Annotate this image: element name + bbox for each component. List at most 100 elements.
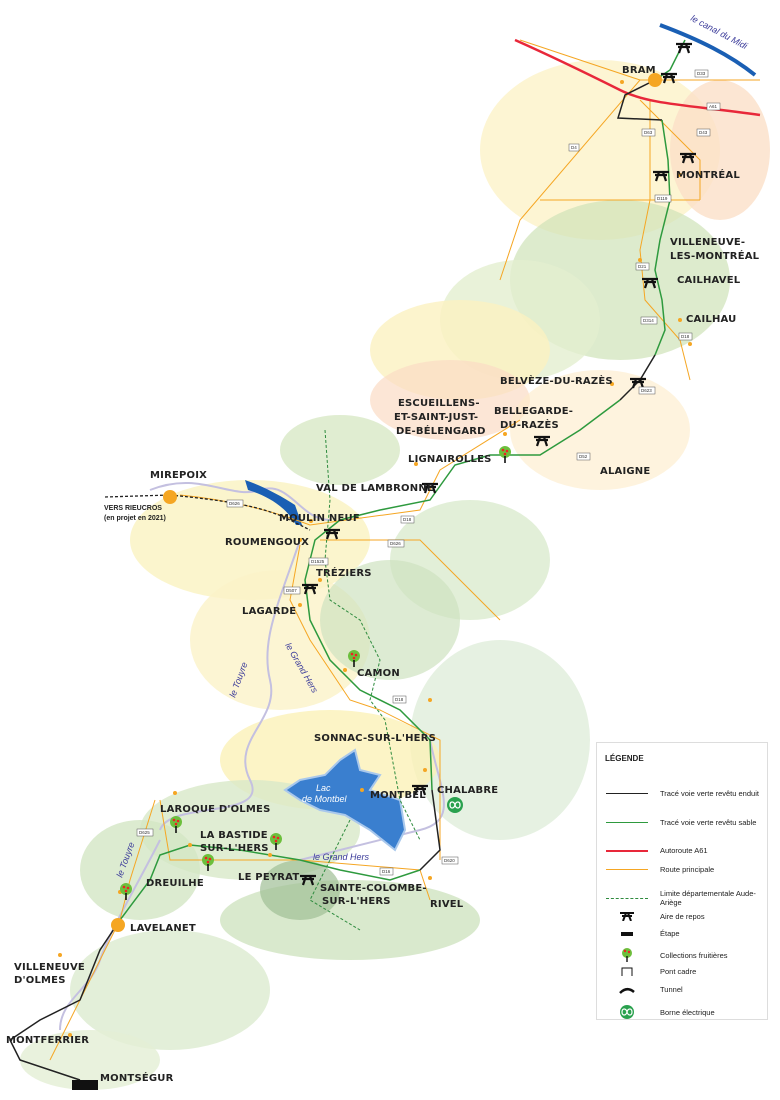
stage-bar-icon — [72, 1080, 98, 1090]
tunnel-icon — [602, 986, 652, 994]
place-label: ROUMENGOUX — [225, 537, 309, 548]
road-label: D16 — [382, 869, 391, 874]
place-label: LA BASTIDE — [200, 830, 268, 841]
road-label: D4 — [571, 145, 577, 150]
picnic-table-icon — [676, 42, 692, 54]
village-dot — [309, 519, 313, 523]
village-dot — [423, 768, 427, 772]
terrain-background — [20, 60, 770, 1090]
place-label: CAMON — [357, 668, 400, 679]
place-label: LES-MONTRÉAL — [670, 249, 760, 262]
place-label: VILLENEUVE- — [670, 237, 745, 248]
picnic-table-icon — [630, 377, 646, 389]
road-badge: D314 — [640, 316, 658, 325]
legend-item: Borne électrique — [597, 1005, 767, 1019]
place-label: MIREPOIX — [150, 470, 207, 481]
road-label: D119 — [657, 196, 668, 201]
legend-item: Collections fruitières — [597, 948, 767, 962]
stages — [58, 73, 692, 1090]
road-badge: D1525 — [308, 557, 329, 566]
road-badge: D63 — [641, 128, 656, 137]
picnic-table-icon — [653, 170, 669, 182]
legend-item: Pont cadre — [597, 967, 767, 976]
rieucros-note-2: (en projet en 2021) — [104, 515, 166, 522]
road-badge: A61 — [706, 102, 721, 111]
legend-label: Borne électrique — [660, 1007, 715, 1017]
road-label: D33 — [697, 71, 706, 76]
picnic-table-icon — [661, 72, 677, 84]
road-label: D18 — [681, 334, 690, 339]
place-label: TRÉZIERS — [316, 566, 372, 579]
place-label: MONTBEL — [370, 790, 426, 801]
road-badge: D623 — [638, 386, 656, 395]
legend-label: Autoroute A61 — [660, 846, 708, 855]
road-label: D21 — [638, 264, 647, 269]
legend-item: Tracé voie verte revêtu sable — [597, 818, 767, 827]
rieucros-note-1: VERS RIEUCROS — [104, 505, 162, 512]
road-badge: D119 — [654, 194, 672, 203]
road-badge: D33 — [694, 69, 709, 78]
fruit-tree-icon — [499, 446, 511, 463]
place-label: LIGNAIROLLES — [408, 454, 492, 465]
place-label: SUR-L'HERS — [200, 843, 269, 854]
fruit-tree-icon — [120, 883, 132, 900]
place-label: MONTFERRIER — [6, 1035, 89, 1046]
place-labels: BRAMMONTRÉALVILLENEUVE-LES-MONTRÉALCAILH… — [6, 65, 760, 1084]
road-badge: D18 — [678, 332, 693, 341]
place-label: CAILHAU — [686, 314, 737, 325]
legend-label: Pont cadre — [660, 967, 697, 976]
red-line-icon — [602, 849, 652, 852]
dashed-green-line-icon — [602, 897, 652, 899]
road-badge: D52 — [576, 452, 591, 461]
planned-route-rieucros — [104, 494, 311, 531]
village-dot — [638, 258, 642, 262]
picnic-table-icon — [680, 152, 696, 164]
lake-label-2: de Montbel — [302, 794, 348, 804]
legend-item: Aire de repos — [597, 911, 767, 921]
road-label: D1525 — [311, 559, 325, 564]
village-dot — [688, 342, 692, 346]
charging-station-icon — [602, 1005, 652, 1019]
legend-item: Étape — [597, 929, 767, 938]
place-label: D'OLMES — [14, 975, 66, 986]
legend-label: Tunnel — [660, 985, 683, 994]
place-label: CHALABRE — [437, 785, 498, 796]
road-label: D507 — [286, 588, 297, 593]
village-dot — [173, 791, 177, 795]
village-dot — [610, 382, 614, 386]
black-line-icon — [602, 792, 652, 795]
village-dot — [58, 953, 62, 957]
village-dot — [318, 578, 322, 582]
village-dot — [298, 603, 302, 607]
place-label: LAVELANET — [130, 923, 196, 934]
fruit-tree-icon — [202, 854, 214, 871]
fruit-tree-icon — [270, 833, 282, 850]
place-label: RIVEL — [430, 899, 464, 910]
legend-label: Tracé voie verte revêtu sable — [660, 818, 757, 827]
road-badge: D43 — [696, 128, 711, 137]
lake-label-1: Lac — [316, 783, 331, 793]
place-label: BRAM — [622, 65, 656, 76]
place-label: VAL DE LAMBRONNE — [316, 483, 434, 494]
road-label: D625 — [139, 830, 150, 835]
road-label: D314 — [643, 318, 654, 323]
place-label: BELVÈZE-DU-RAZÈS — [500, 374, 613, 387]
place-label: SAINTE-COLOMBE- — [320, 883, 427, 894]
legend-item: Tunnel — [597, 985, 767, 994]
picnic-table-icon — [534, 435, 550, 447]
village-dot — [503, 432, 507, 436]
canal-label: le canal du Midi — [689, 13, 750, 52]
lac-de-montbel — [283, 748, 407, 852]
legend-item: Limite départementale Aude-Ariège — [597, 889, 767, 907]
place-label: CAILHAVEL — [677, 275, 741, 286]
village-dot — [298, 538, 302, 542]
road-label: D63 — [644, 130, 653, 135]
bridge-frame-icon — [602, 967, 652, 976]
road-label: D626 — [229, 501, 240, 506]
place-label: LAROQUE D'OLMES — [160, 804, 270, 815]
charging-station-icon — [447, 797, 463, 813]
legend-label: Étape — [660, 929, 680, 938]
place-label: MOULIN NEUF — [279, 513, 360, 524]
road-label: D620 — [444, 858, 455, 863]
